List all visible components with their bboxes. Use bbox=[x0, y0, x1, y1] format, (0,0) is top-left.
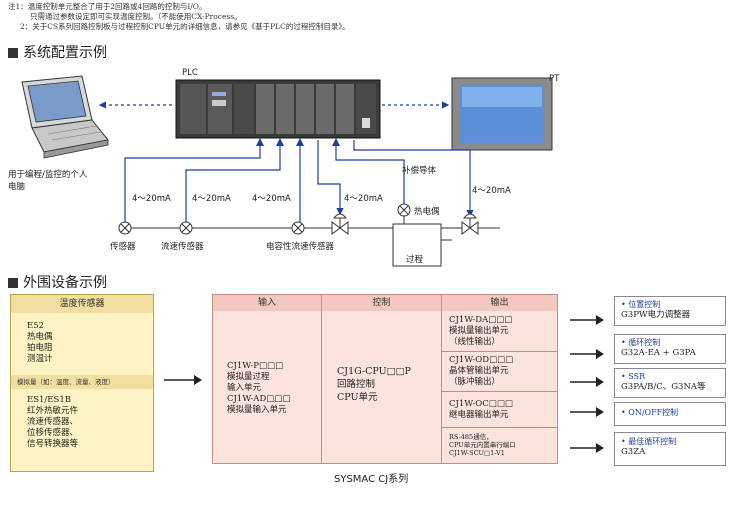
pt-label: PT bbox=[549, 74, 560, 84]
arrow-right-icon-5 bbox=[570, 443, 604, 453]
plc-unit-icon bbox=[175, 79, 381, 139]
right-box-optimal-cycle: • 最佳循环控制 G3ZA bbox=[614, 432, 726, 466]
output2-line: （脉冲输出） bbox=[449, 377, 501, 387]
current-label-5: 4～20mA bbox=[472, 186, 511, 196]
input-line: CJ1W-P□□□ bbox=[227, 361, 284, 371]
section-title-text-2: 外围设备示例 bbox=[23, 275, 107, 291]
right-box-title: • ON/OFF控制 bbox=[621, 408, 679, 417]
note-line-2: 只需通过参数设定即可实现温度控制。（不能使用CX-Process。 bbox=[30, 12, 242, 21]
analog-item: 流速传感器、 bbox=[27, 417, 79, 427]
right-box-title: • 循环控制 bbox=[621, 338, 661, 347]
temp-item: 测温计 bbox=[27, 354, 53, 364]
temp-sensor-header: 温度传感器 bbox=[11, 295, 153, 313]
right-box-title: • SSR bbox=[621, 372, 646, 381]
analog-item: 红外热敏元件 bbox=[27, 406, 79, 416]
current-label-1: 4～20mA bbox=[132, 194, 171, 204]
sysmac-cj-footer: SYSMAC CJ系列 bbox=[334, 474, 409, 485]
sensor-symbol-icon bbox=[118, 221, 132, 235]
right-box-cycle-control: • 循环控制 G32A-EA + G3PA bbox=[614, 334, 726, 364]
analog-item: ES1/ES1B bbox=[27, 395, 71, 405]
bullet-square-icon bbox=[8, 48, 18, 58]
input-line: 模拟量输入单元 bbox=[227, 405, 287, 415]
right-box-position-control: • 位置控制 G3PW电力调整器 bbox=[614, 296, 726, 326]
output1-line: （线性输出） bbox=[449, 337, 501, 347]
right-box-title: • 位置控制 bbox=[621, 300, 661, 309]
arrow-right-icon-4 bbox=[570, 407, 604, 417]
control-line: 回路控制 bbox=[337, 379, 376, 390]
laptop-icon bbox=[21, 75, 109, 159]
arrow-right-icon-1 bbox=[570, 315, 604, 325]
temp-item: E52 bbox=[27, 321, 45, 331]
process-box bbox=[392, 223, 442, 267]
sensor-label: 传感器 bbox=[110, 242, 136, 252]
cap-flow-sensor-symbol-icon bbox=[291, 221, 305, 235]
input-line: 输入单元 bbox=[227, 383, 262, 393]
output1-line: 模拟量输出单元 bbox=[449, 326, 509, 336]
arrow-right-icon-left bbox=[164, 375, 202, 385]
right-box-onoff-control: • ON/OFF控制 bbox=[614, 402, 726, 426]
note-line-1: 注1：温度控制单元整合了用于2回路或4回路的控制与I/O。 bbox=[8, 2, 207, 11]
sensor-panel: 温度传感器 E52 热电偶 铂电阻 测温计 模拟量（如：温度、流量、液度） ES… bbox=[10, 294, 154, 472]
process-label: 过程 bbox=[406, 255, 424, 265]
section-title-text: 系统配置示例 bbox=[23, 45, 107, 61]
right-box-desc: G32A-EA + G3PA bbox=[621, 348, 696, 358]
output1-line: CJ1W-DA□□□ bbox=[449, 315, 513, 325]
output4-line: CJ1W-SCU□1-V1 bbox=[449, 449, 505, 457]
arrow-right-icon-3 bbox=[570, 377, 604, 387]
right-box-ssr: • SSR G3PA/B/C、G3NA等 bbox=[614, 368, 726, 398]
control-header: 控制 bbox=[322, 295, 442, 311]
temp-item: 热电偶 bbox=[27, 332, 53, 342]
current-label-3: 4～20mA bbox=[252, 194, 291, 204]
output4-line: CPU单元内置串行端口 bbox=[449, 441, 516, 449]
pc-label-line1: 用于编程/监控的个人 bbox=[8, 170, 88, 180]
current-label-2: 4～20mA bbox=[192, 194, 231, 204]
note-line-3: 2：关于CS系列回路控制板与过程控制CPU单元的详细信息，请参见《基于PLC的过… bbox=[20, 22, 350, 31]
analog-item: 信号转换器等 bbox=[27, 439, 79, 449]
right-box-desc: G3ZA bbox=[621, 447, 646, 457]
control-valve-icon-2 bbox=[461, 213, 479, 235]
input-header: 输入 bbox=[213, 295, 322, 311]
analog-header: 模拟量（如：温度、流量、液度） bbox=[11, 375, 153, 389]
control-line: CPU单元 bbox=[337, 392, 378, 403]
output2-line: CJ1W-OD□□□ bbox=[449, 355, 514, 365]
control-valve-icon bbox=[331, 213, 349, 235]
plc-label: PLC bbox=[182, 68, 198, 78]
right-box-title: • 最佳循环控制 bbox=[621, 437, 677, 446]
right-box-desc: G3PW电力调整器 bbox=[621, 310, 691, 320]
pc-label-line2: 电脑 bbox=[8, 182, 26, 192]
right-box-desc: G3PA/B/C、G3NA等 bbox=[621, 382, 706, 392]
pt-touch-panel-icon bbox=[451, 77, 553, 151]
cj-series-panel: 输入 控制 输出 CJ1W-P□□□ 模拟量过程 输入单元 CJ1W-AD□□□… bbox=[212, 294, 558, 464]
thermocouple-label: 热电偶 bbox=[414, 207, 440, 217]
output3-line: CJ1W-OC□□□ bbox=[449, 399, 513, 409]
bullet-square-icon-2 bbox=[8, 278, 18, 288]
flow-sensor-symbol-icon bbox=[179, 221, 193, 235]
output2-line: 晶体管输出单元 bbox=[449, 366, 509, 376]
arrow-right-icon-2 bbox=[570, 349, 604, 359]
control-line: CJ1G-CPU□□P bbox=[337, 366, 411, 377]
output4-line: RS-485通信， bbox=[449, 433, 493, 441]
temp-item: 铂电阻 bbox=[27, 343, 53, 353]
analog-item: 位移传感器、 bbox=[27, 428, 79, 438]
output-header: 输出 bbox=[442, 295, 557, 311]
flow-sensor-label: 流速传感器 bbox=[161, 242, 204, 252]
section-title-peripherals: 外围设备示例 bbox=[8, 272, 107, 292]
current-label-4: 4～20mA bbox=[344, 194, 383, 204]
section-title-system-config: 系统配置示例 bbox=[8, 42, 107, 62]
cap-flow-sensor-label: 电容性流速传感器 bbox=[266, 242, 335, 252]
compensating-wire-label: 补偿导体 bbox=[402, 166, 437, 176]
output3-line: 继电器输出单元 bbox=[449, 410, 509, 420]
input-line: CJ1W-AD□□□ bbox=[227, 394, 291, 404]
input-line: 模拟量过程 bbox=[227, 372, 270, 382]
